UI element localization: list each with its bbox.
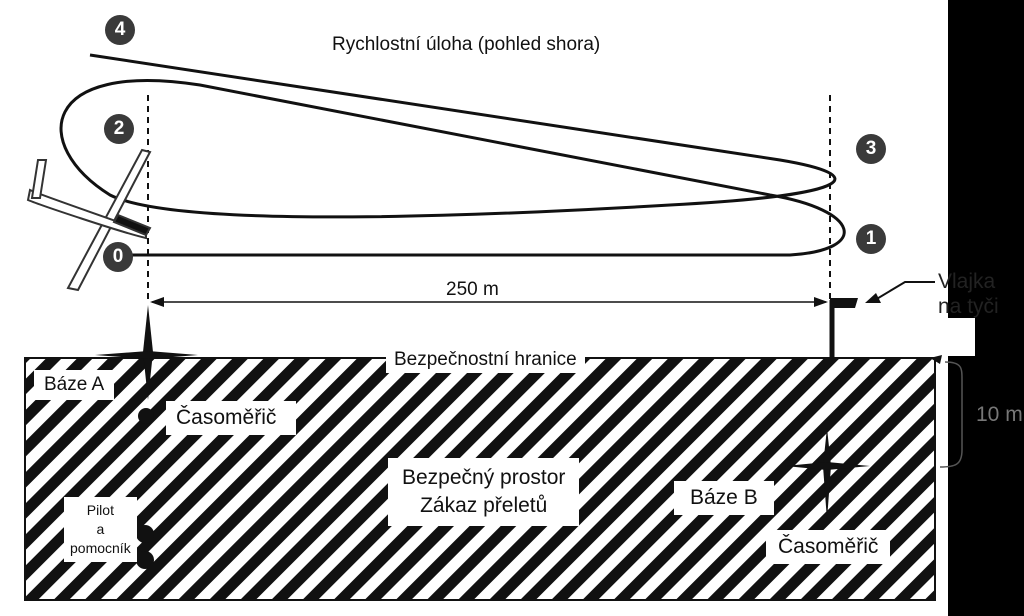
marker-2: 2 [104,114,134,144]
pilot-label: Pilot a pomocník [64,497,137,562]
distance-arrow-left-head [150,297,164,307]
base-a-cross-icon [95,305,198,400]
marker-3: 3 [856,134,886,164]
safe-zone-line2: Zákaz přeletů [420,494,548,517]
marker-4: 4 [105,15,135,45]
diagram-title: Rychlostní úloha (pohled shora) [332,34,601,55]
timekeeper-a-dot [138,408,154,424]
flag-icon [830,298,858,308]
flight-path [59,53,846,257]
flag-label-line2: na tyči [938,295,999,318]
pilot-line1: Pilot [86,502,114,518]
timekeeper-b-label: Časoměřič [766,530,891,564]
timekeeper-a-label: Časoměřič [166,401,297,435]
base-b-label: Báze B [674,481,774,515]
pilot-line3: pomocník [70,540,131,556]
pilot-line2: a [96,521,105,537]
glider-icon [26,148,152,292]
flag-pointer-head [865,293,881,303]
strip-notch [935,318,975,356]
safe-zone-line1: Bezpečný prostor [402,466,566,489]
base-a-label: Báze A [34,370,115,400]
pilot-dot [136,525,154,543]
flag-label-line1: Vlajka [938,270,996,293]
base-b-cross-icon [785,428,870,520]
distance-arrow-right-head [814,297,828,307]
distance-label: 250 m [446,279,499,300]
flag-pointer-line [874,281,935,301]
depth-label: 10 m [976,403,1023,426]
right-black-strip [948,0,1024,616]
depth-bracket [939,361,963,468]
safe-zone-label: Bezpečný prostor Zákaz přeletů [388,458,580,526]
depth-arrow-head [930,355,942,364]
marker-0: 0 [103,242,133,272]
marker-1: 1 [856,224,886,254]
helper-dot [136,551,154,569]
safety-boundary-label: Bezpečnostní hranice [386,347,585,373]
